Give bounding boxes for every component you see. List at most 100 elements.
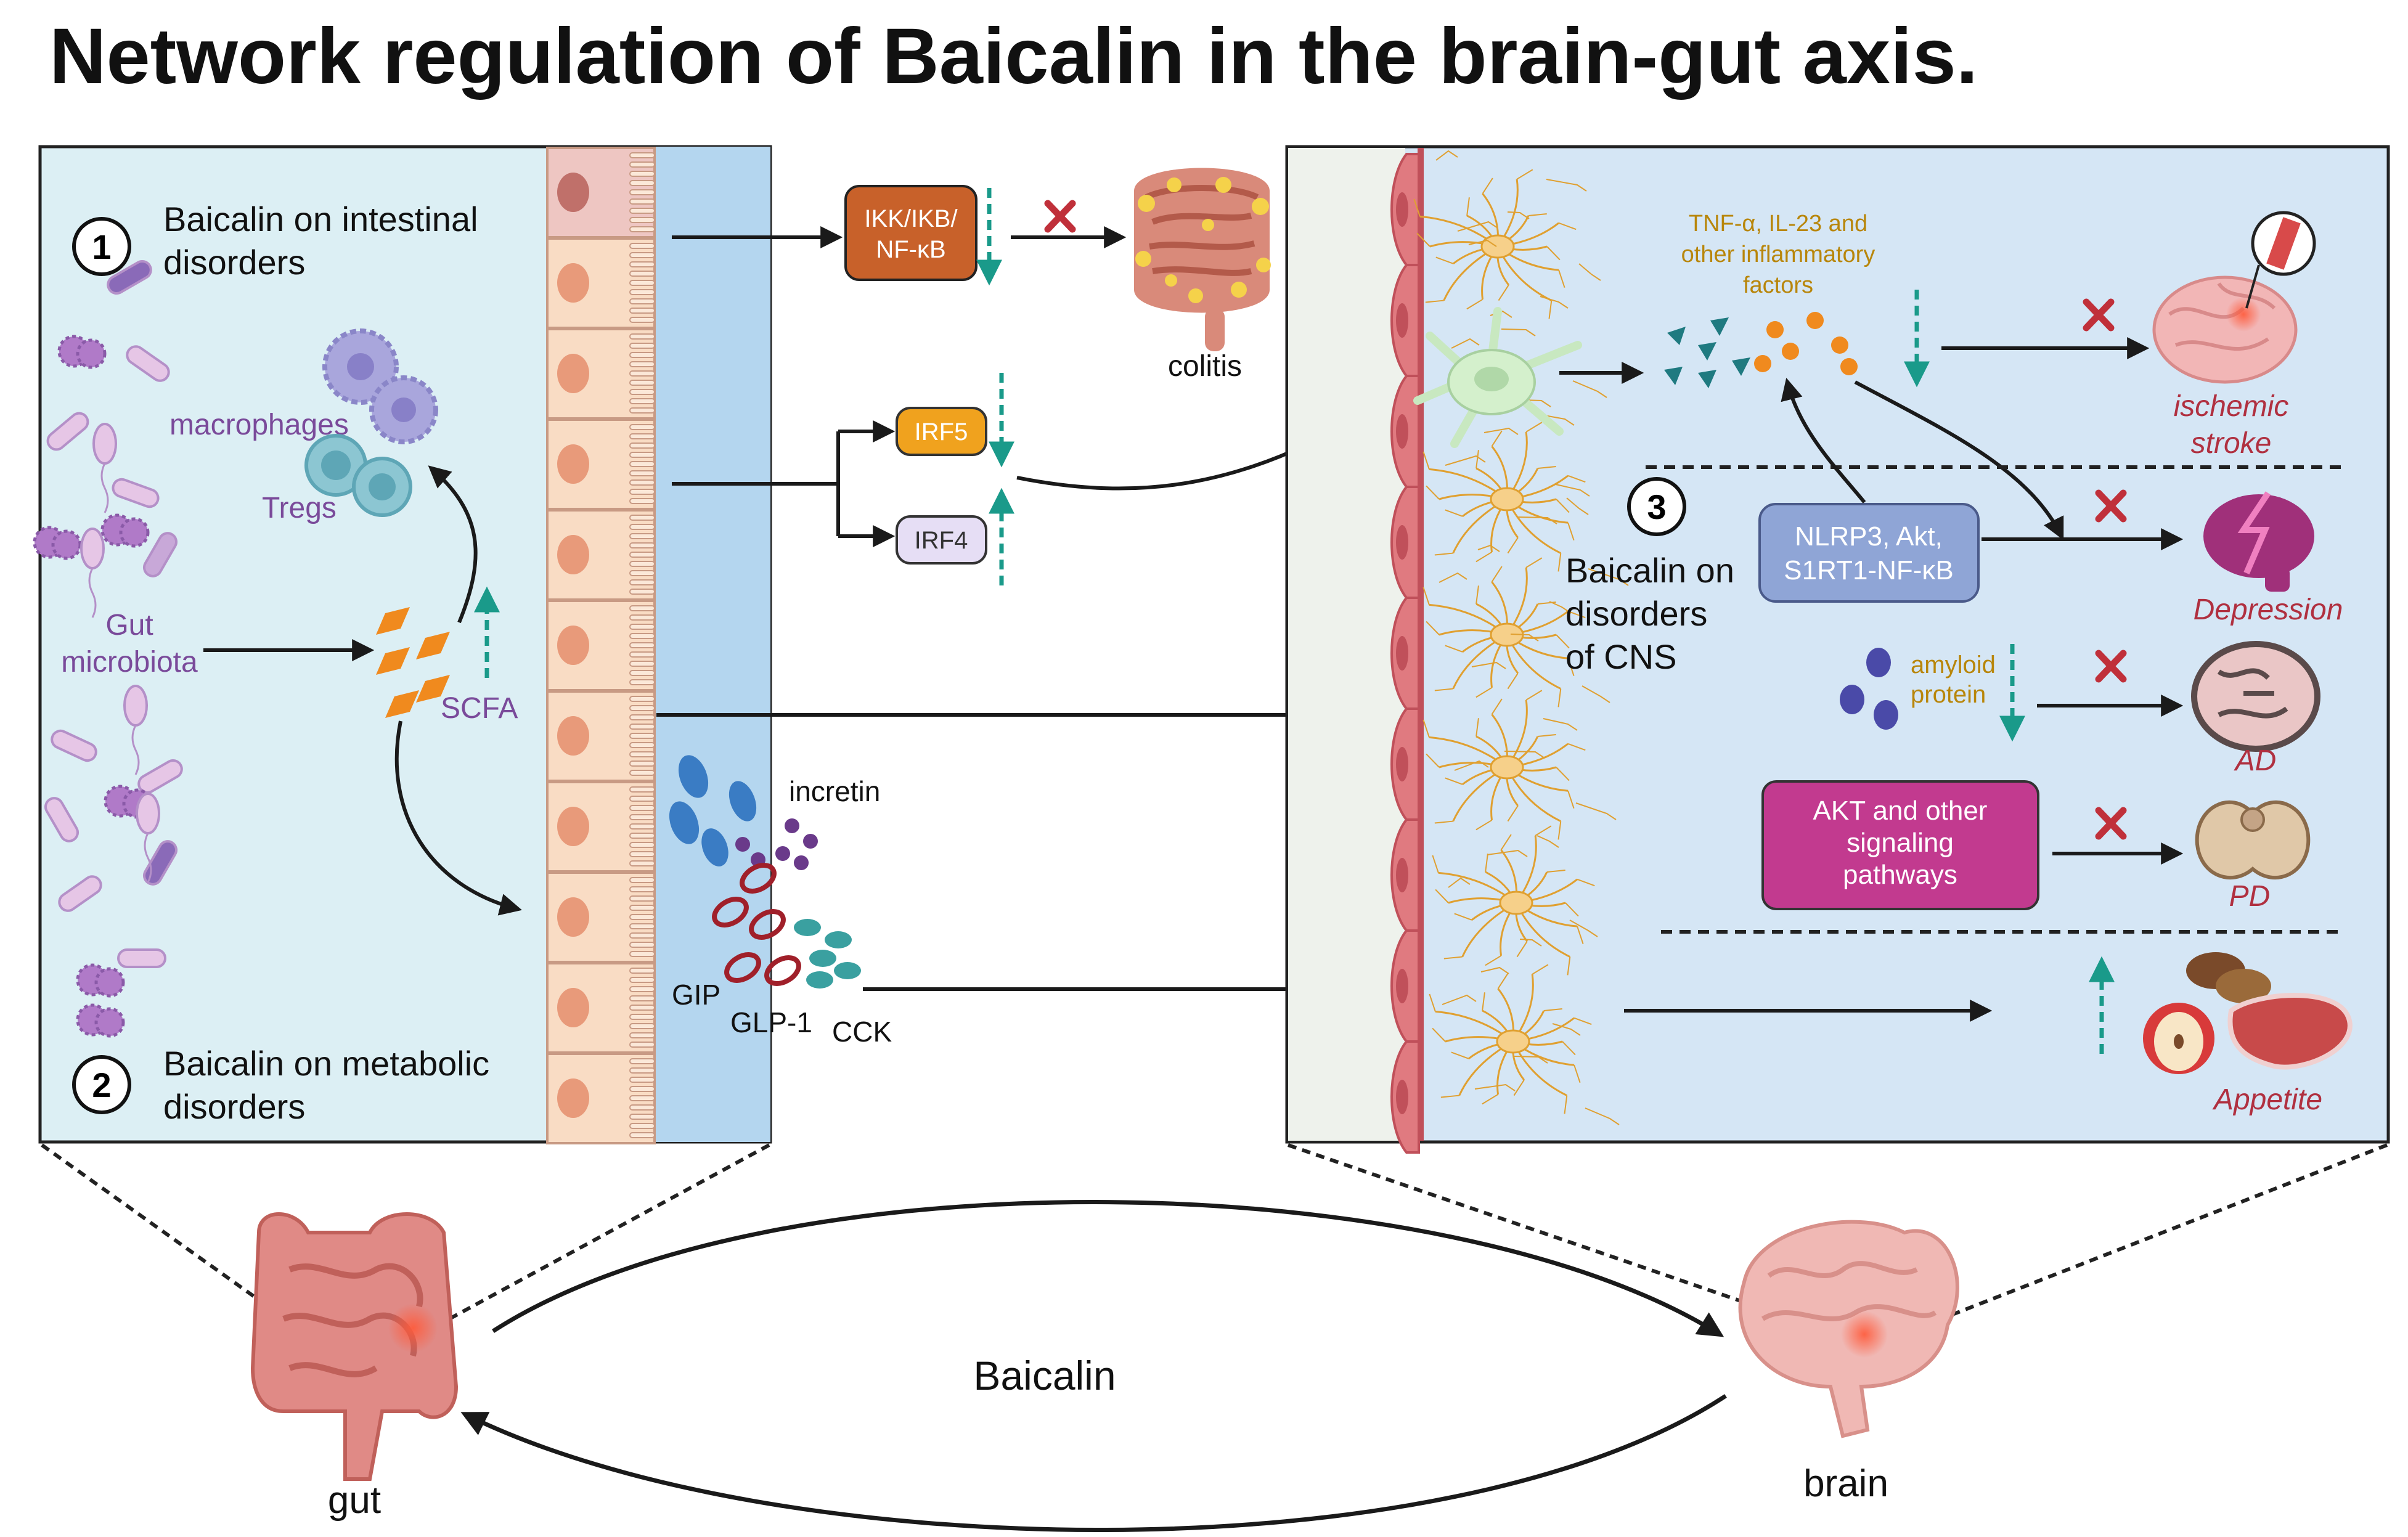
bacterium-coccus <box>119 517 150 548</box>
neuron-branch <box>1435 889 1449 903</box>
microvillus <box>629 352 655 358</box>
microvillus <box>629 442 655 449</box>
microvillus <box>629 860 655 866</box>
neuron-branch <box>1475 585 1479 605</box>
neuron-branch <box>1477 544 1500 552</box>
cytokine-triangles <box>1664 317 1750 388</box>
microvillus <box>629 171 655 177</box>
brain-vessel-side <box>1288 148 1405 1141</box>
bacterium-flagellated <box>123 685 148 727</box>
neuron-branch <box>1567 522 1575 540</box>
microvillus <box>629 398 655 404</box>
microvillus <box>629 1095 655 1101</box>
microvillus <box>629 605 655 611</box>
neuron-branch <box>1482 1093 1499 1105</box>
neuron-branch <box>1440 1095 1459 1098</box>
section-2-title-line2: disorders <box>163 1087 305 1126</box>
bacterium-coccus <box>94 1007 125 1038</box>
neuron-branch <box>1510 634 1539 642</box>
scfa-to-immune-arrow <box>428 465 478 624</box>
colitis-intestine-image <box>1134 168 1271 351</box>
microvillus <box>629 498 655 504</box>
nlrp3-box <box>1758 503 1980 603</box>
neuron-branch <box>1500 834 1512 850</box>
gut-organ-image <box>250 1212 459 1481</box>
neuron-branch <box>1567 658 1575 676</box>
neuron-branch <box>1475 551 1493 563</box>
microvillus <box>629 1067 655 1074</box>
gut-zoom-line-left <box>41 1143 291 1324</box>
section-3-number: 3 <box>1647 487 1666 526</box>
bacterium-rod <box>143 532 178 577</box>
endothelial-nucleus <box>1396 858 1408 892</box>
microvillus <box>629 1104 655 1111</box>
epithelial-nucleus <box>557 626 589 665</box>
microvillus <box>629 524 655 530</box>
neuron-branch <box>1558 222 1577 230</box>
neuron-branch <box>1582 685 1610 703</box>
microvillus <box>629 842 655 848</box>
microvillus <box>629 995 655 1001</box>
bacterium-rod <box>107 260 152 295</box>
neuron-branch <box>1426 621 1440 635</box>
amyloid-label-line2: protein <box>1911 681 1986 708</box>
microvillus <box>629 161 655 168</box>
neuron-branch <box>1482 177 1493 194</box>
depression-block-cross <box>2095 489 2127 523</box>
neuron-branch <box>1468 239 1497 247</box>
neuron-branch <box>1573 1064 1581 1083</box>
microvillus <box>629 189 655 195</box>
stroke-block-cross <box>2083 298 2115 332</box>
brain-zoom-line-right <box>1885 1143 2388 1342</box>
endothelial-nucleus <box>1396 192 1408 227</box>
enteroendocrine-granules <box>669 755 757 866</box>
neuron-branch <box>1525 557 1543 568</box>
basement-membrane <box>1418 148 1424 1141</box>
cytokine-dots <box>1754 312 1858 375</box>
microvillus <box>629 280 655 286</box>
brain-zoom-line-left <box>1288 1143 1856 1342</box>
microvillus <box>629 1005 655 1011</box>
neuron-branch <box>1466 298 1484 310</box>
neuron-soma <box>1499 891 1533 915</box>
microvillus <box>629 805 655 811</box>
microvillus <box>629 1032 655 1038</box>
neuron-branch <box>1556 499 1570 513</box>
neuron-branch <box>1525 422 1543 433</box>
neuron-branch <box>1425 300 1444 303</box>
neuron-soma <box>1496 1029 1530 1054</box>
microvillus <box>629 271 655 277</box>
bacterium-rod <box>112 478 160 508</box>
neuron-branch <box>1416 232 1431 247</box>
gut-microbiota-label-line2: microbiota <box>61 646 198 679</box>
ikk-label-line2: NF-κB <box>876 236 945 263</box>
microvillus <box>629 298 655 304</box>
neuron-branch <box>1429 993 1436 1012</box>
neuron-branch <box>1513 1056 1548 1064</box>
epithelial-nucleus <box>557 535 589 574</box>
section-1-badge <box>72 217 131 276</box>
treg-cells <box>304 434 412 517</box>
bacterium-rod <box>126 345 170 382</box>
akt-label-line2: signaling <box>1847 828 1954 858</box>
neuron-branch <box>1535 825 1552 836</box>
neuron-branch <box>1442 994 1477 1005</box>
ikk-nfkb-box <box>844 185 977 281</box>
irf5-box <box>896 407 987 456</box>
tregs-label: Tregs <box>262 492 337 524</box>
microvillus <box>629 489 655 495</box>
neuron-branch <box>1475 687 1493 698</box>
scfa-to-epithelium-arrow <box>394 720 522 916</box>
microvillus <box>629 217 655 223</box>
neuron-branch <box>1567 743 1586 751</box>
ischemic-stroke-label-line2: stroke <box>2191 427 2272 460</box>
epithelial-cells <box>546 147 656 1144</box>
section-3-title-line1: Baicalin on <box>1565 551 1734 590</box>
microvillus <box>629 361 655 367</box>
neuron-branch <box>1558 269 1565 288</box>
microvillus <box>629 1042 655 1048</box>
neuron-branch <box>1567 956 1571 976</box>
neuron-branch <box>1474 1083 1516 1091</box>
microvillus <box>629 152 655 158</box>
neuron-branch <box>1565 902 1579 917</box>
